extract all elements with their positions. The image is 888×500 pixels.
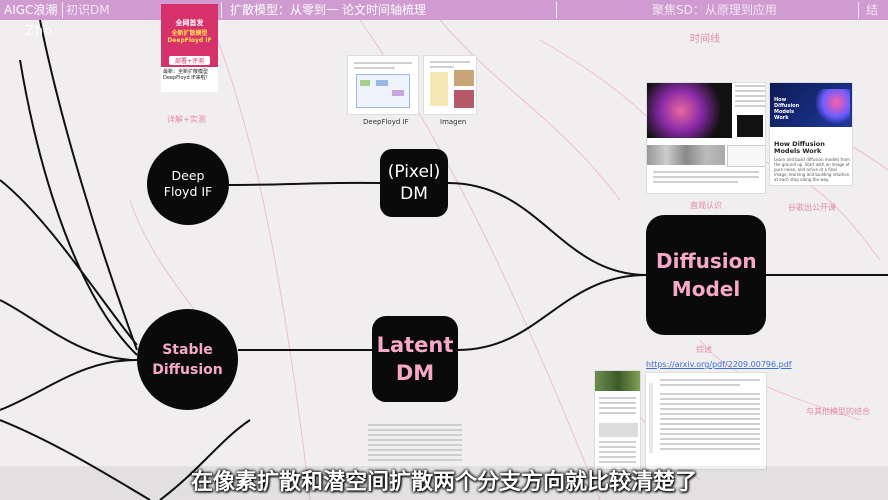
annotation-timeline: 时间线 xyxy=(690,34,720,45)
node-deep-floyd-if-label: Deep Floyd IF xyxy=(163,168,213,199)
annotation-intuitive: 直观认识 xyxy=(690,201,722,210)
node-pixel-dm-label: (Pixel) DM xyxy=(387,162,441,204)
sd-promo-thumbnail[interactable] xyxy=(594,370,641,470)
latent-dm-paper-thumbnail[interactable] xyxy=(368,420,462,470)
course-card-thumbnail[interactable]: How Diffusion Models Work How Diffusion … xyxy=(769,82,853,186)
annotation-explain: 详解+实测 xyxy=(167,115,206,124)
chapter-intro-dm[interactable]: 初识DM xyxy=(66,3,110,17)
node-deep-floyd-if[interactable]: Deep Floyd IF xyxy=(147,143,229,225)
node-stable-diffusion[interactable]: Stable Diffusion xyxy=(137,309,238,410)
annotation-overview: 综述 xyxy=(696,345,712,354)
chapter-divider xyxy=(858,2,859,18)
chapter-sd[interactable]: 聚焦SD：从原理到应用 xyxy=(652,3,777,17)
survey-paper-thumbnail[interactable] xyxy=(645,372,767,470)
deepfloyd-promo-thumbnail[interactable]: 全网首发 全新扩散模型 DeepFloyd IF 部署+评测 最新：全新扩散模型… xyxy=(161,4,218,92)
promo-tag: 部署+评测 xyxy=(169,56,210,65)
promo-title: 全新扩散模型 DeepFloyd IF xyxy=(167,30,212,44)
chapter-zero-to-one[interactable]: 扩散模型：从零到一 xyxy=(230,3,339,17)
course-card-heading: How Diffusion Models Work xyxy=(774,140,825,155)
annotation-google-course: 谷歌出公开课 xyxy=(788,203,836,212)
annotation-combine-models: 与其他模型的结合 xyxy=(806,407,870,416)
course-card-banner-title: How Diffusion Models Work xyxy=(774,97,800,121)
chapter-divider xyxy=(221,2,222,18)
chapter-divider xyxy=(62,2,63,18)
imagen-caption: Imagen xyxy=(440,118,467,126)
promo-top-text: 全网首发 xyxy=(175,19,204,27)
node-diffusion-model[interactable]: Diffusion Model xyxy=(646,215,766,335)
node-pixel-dm[interactable]: (Pixel) DM xyxy=(380,149,448,217)
watermark: Zho xyxy=(25,24,54,39)
deepfloyd-caption: DeepFloyd IF xyxy=(363,118,409,126)
arxiv-link[interactable]: https://arxiv.org/pdf/2209.00796.pdf xyxy=(646,360,792,369)
node-diffusion-model-label: Diffusion Model xyxy=(656,249,757,301)
chapter-divider xyxy=(556,2,557,18)
course-card-description: Learn and build diffusion models from th… xyxy=(774,157,850,182)
video-subtitle: 在像素扩散和潜空间扩散两个分支方向就比较清楚了 xyxy=(0,466,888,500)
diffusion-intuition-thumbnail[interactable] xyxy=(646,82,766,194)
chapter-aigc[interactable]: AIGC浪潮 xyxy=(4,3,58,17)
imagen-paper-thumbnail[interactable] xyxy=(423,55,477,115)
node-stable-diffusion-label: Stable Diffusion xyxy=(152,341,223,378)
promo-bottom-text: 最新：全新扩散模型DeepFloyd IF来啦！ xyxy=(161,67,218,92)
node-latent-dm[interactable]: Latent DM xyxy=(372,316,458,402)
deepfloyd-paper-thumbnail[interactable] xyxy=(347,55,419,115)
chapter-timeline[interactable]: 论文时间轴梳理 xyxy=(342,3,427,17)
node-latent-dm-label: Latent DM xyxy=(376,333,454,385)
chapter-bar: AIGC浪潮 初识DM 扩散模型：从零到一 论文时间轴梳理 聚焦SD：从原理到应… xyxy=(0,0,888,20)
chapter-end[interactable]: 结 xyxy=(866,3,879,17)
